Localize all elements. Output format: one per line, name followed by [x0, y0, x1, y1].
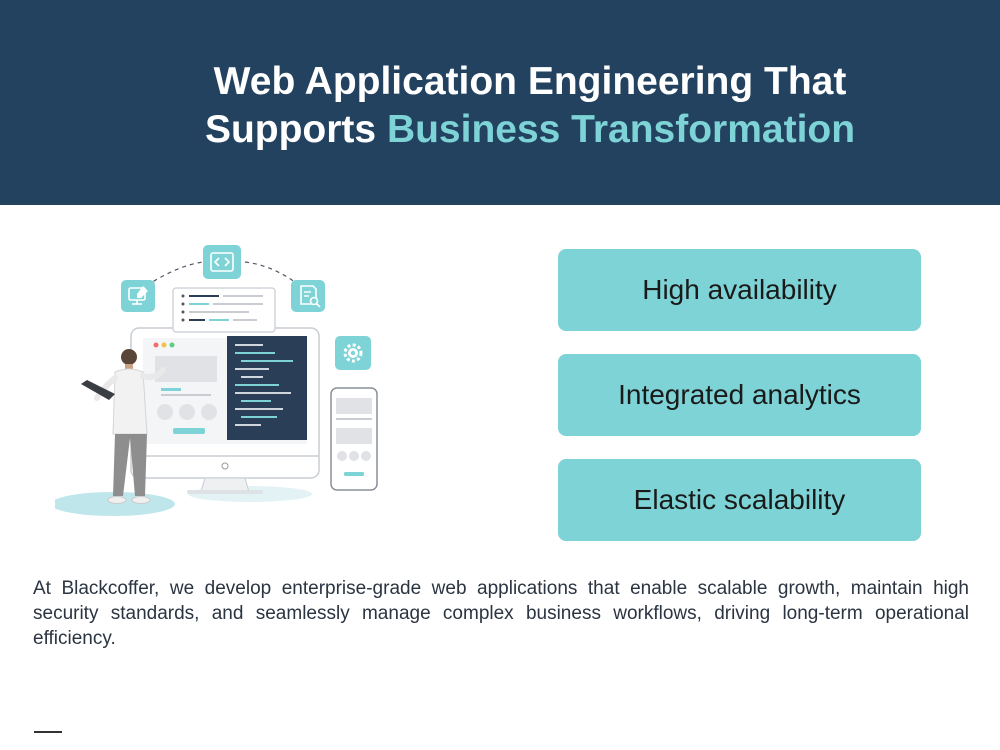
title-line-2-prefix: Supports	[204, 108, 387, 151]
feature-card-elastic-scalability: Elastic scalability	[558, 459, 921, 541]
dashed-connector	[139, 261, 306, 291]
mobile-phone	[330, 387, 378, 491]
feature-card-high-availability: High availability	[558, 249, 921, 331]
code-brackets-icon	[203, 245, 241, 279]
feature-list: High availability Integrated analytics E…	[558, 249, 921, 564]
person-with-laptop	[81, 349, 166, 504]
title-line-2-accent: Business Transformation	[386, 108, 856, 151]
feature-card-integrated-analytics: Integrated analytics	[558, 354, 921, 436]
gear-icon	[335, 336, 371, 370]
page-title: Web Application Engineering That Support…	[0, 58, 1000, 154]
monitor	[130, 327, 320, 494]
footer-divider	[34, 731, 62, 733]
floating-code-panel	[172, 287, 276, 333]
hero-banner: Web Application Engineering That Support…	[0, 0, 1000, 205]
document-search-icon	[291, 280, 325, 312]
illustration-svg	[51, 245, 378, 516]
title-line-1: Web Application Engineering That	[213, 60, 847, 103]
description-paragraph: At Blackcoffer, we develop enterprise-gr…	[33, 578, 969, 649]
edit-screen-icon	[121, 280, 155, 312]
web-app-illustration	[51, 238, 395, 528]
